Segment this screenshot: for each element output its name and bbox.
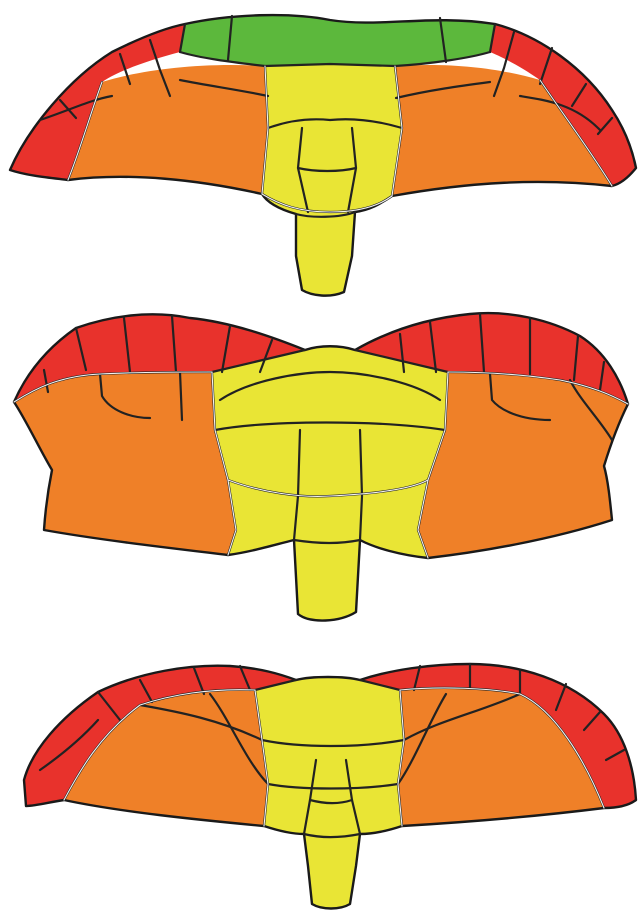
panel-top <box>10 15 636 296</box>
top-central-plastron <box>262 64 402 296</box>
panel-middle <box>14 313 628 620</box>
panel-bottom <box>24 664 636 909</box>
middle-lateral-body-right <box>418 372 628 558</box>
bottom-central-plastron <box>255 677 404 909</box>
